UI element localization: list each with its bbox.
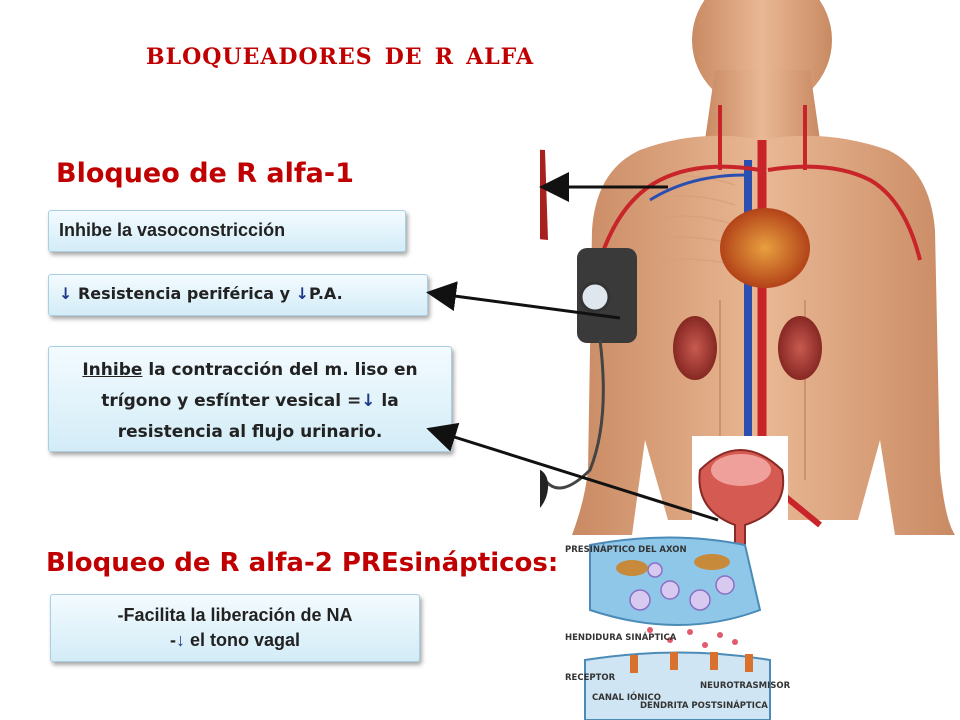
box4-line1: -Facilita la liberación de NA [117, 605, 353, 625]
label-dendrite: DENDRITA POSTSINÁPTICA [640, 699, 768, 711]
box-vasoconstriccion: Inhibe la vasoconstricción [48, 210, 406, 252]
kidney-right [778, 316, 822, 380]
label-presynaptic: PRESINÁPTICO DEL AXON [565, 543, 687, 555]
down-arrow-icon: ↓ [361, 391, 376, 411]
box4-line2-text: el tono vagal [184, 630, 301, 650]
heading-alfa2: Bloqueo de R alfa-2 PREsinápticos: [46, 548, 559, 578]
box3-underlined: Inhibe [82, 360, 143, 380]
arrow-to-resistance [426, 281, 621, 320]
box4-line2: -↓ el tono vagal [61, 628, 409, 653]
box-flujo-urinario: Inhibe la contracción del m. liso en trí… [48, 346, 452, 452]
box-resistencia: ↓ Resistencia periférica y ↓P.A. [48, 274, 428, 316]
box2-text2: P.A. [309, 284, 343, 303]
down-arrow-icon: ↓ [295, 284, 310, 303]
down-arrow-icon: ↓ [175, 630, 185, 650]
box-alfa2-effects: -Facilita la liberación de NA -↓ el tono… [50, 594, 420, 662]
label-receptor: RECEPTOR [565, 673, 616, 683]
down-arrow-icon: ↓ [59, 284, 73, 303]
label-channel: CANAL IÓNICO [592, 691, 661, 703]
box3-text2: la resistencia al flujo urinario. [117, 391, 399, 442]
heart-illustration [720, 208, 810, 288]
box1-text: Inhibe la vasoconstricción [59, 220, 286, 240]
arrow-to-bladder [426, 422, 719, 522]
bp-cuff-illustration [540, 248, 637, 516]
anatomy-illustration: PRESINÁPTICO DEL AXON HENDIDURA SINÁPTIC… [540, 0, 955, 720]
synapse-illustration: PRESINÁPTICO DEL AXON HENDIDURA SINÁPTIC… [565, 536, 791, 720]
label-neurotransmitter: NEUROTRASMISOR [700, 681, 791, 691]
kidney-left [673, 316, 717, 380]
slide-title: Bloqueadores de R alfa [146, 34, 535, 72]
label-cleft: HENDIDURA SINÁPTICA [565, 631, 677, 643]
heading-alfa1: Bloqueo de R alfa-1 [56, 158, 354, 189]
box2-text1: Resistencia periférica y [72, 284, 296, 303]
box4-dash: - [169, 630, 176, 650]
box3-text1: la contracción del m. liso en trígono y … [101, 360, 418, 411]
